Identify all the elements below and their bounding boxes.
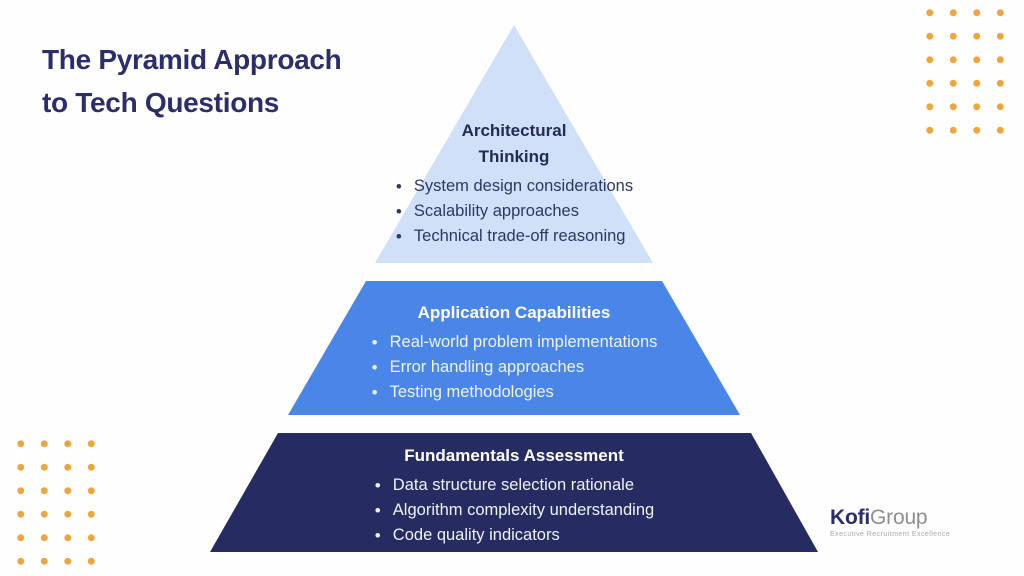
tier2-bullet: Testing methodologies	[371, 380, 658, 405]
page-title-line2: to Tech Questions	[42, 87, 280, 118]
tier2-bullet: Real-world problem implementations	[371, 330, 658, 355]
tier2-bullet: Error handling approaches	[371, 355, 658, 380]
logo-text-group: Group	[870, 506, 928, 529]
decorative-dot-grid-bottom-left	[9, 432, 103, 573]
page-title: The Pyramid Approach to Tech Questions	[42, 38, 342, 124]
pyramid-tier3-content: Fundamentals Assessment Data structure s…	[254, 443, 774, 548]
tier1-heading: Architectural Thinking	[461, 121, 567, 166]
logo-wordmark: KofiGroup	[830, 507, 950, 528]
pyramid-tier2-content: Application Capabilities Real-world prob…	[254, 300, 774, 405]
tier3-heading: Fundamentals Assessment	[404, 446, 624, 465]
page-title-line1: The Pyramid Approach	[42, 44, 342, 75]
tier3-bullet-list: Data structure selection rationale Algor…	[374, 473, 654, 548]
tier3-bullet: Code quality indicators	[374, 523, 654, 548]
kofigroup-logo: KofiGroup Executive Recruitment Excellen…	[830, 507, 950, 538]
logo-text-kofi: Kofi	[830, 506, 871, 529]
tier1-bullet: Technical trade-off reasoning	[395, 224, 633, 249]
tier2-heading: Application Capabilities	[417, 303, 611, 322]
pyramid-tier1-content: Architectural Thinking System design con…	[254, 118, 774, 249]
tier1-bullet-list: System design considerations Scalability…	[395, 174, 633, 249]
tier2-bullet-list: Real-world problem implementations Error…	[371, 330, 658, 405]
tier1-bullet: Scalability approaches	[395, 199, 633, 224]
tier3-bullet: Algorithm complexity understanding	[374, 498, 654, 523]
tier3-bullet: Data structure selection rationale	[374, 473, 654, 498]
logo-tagline: Executive Recruitment Excellence	[830, 531, 951, 538]
tier1-bullet: System design considerations	[395, 174, 633, 199]
decorative-dot-grid-top-right	[918, 1, 1012, 142]
